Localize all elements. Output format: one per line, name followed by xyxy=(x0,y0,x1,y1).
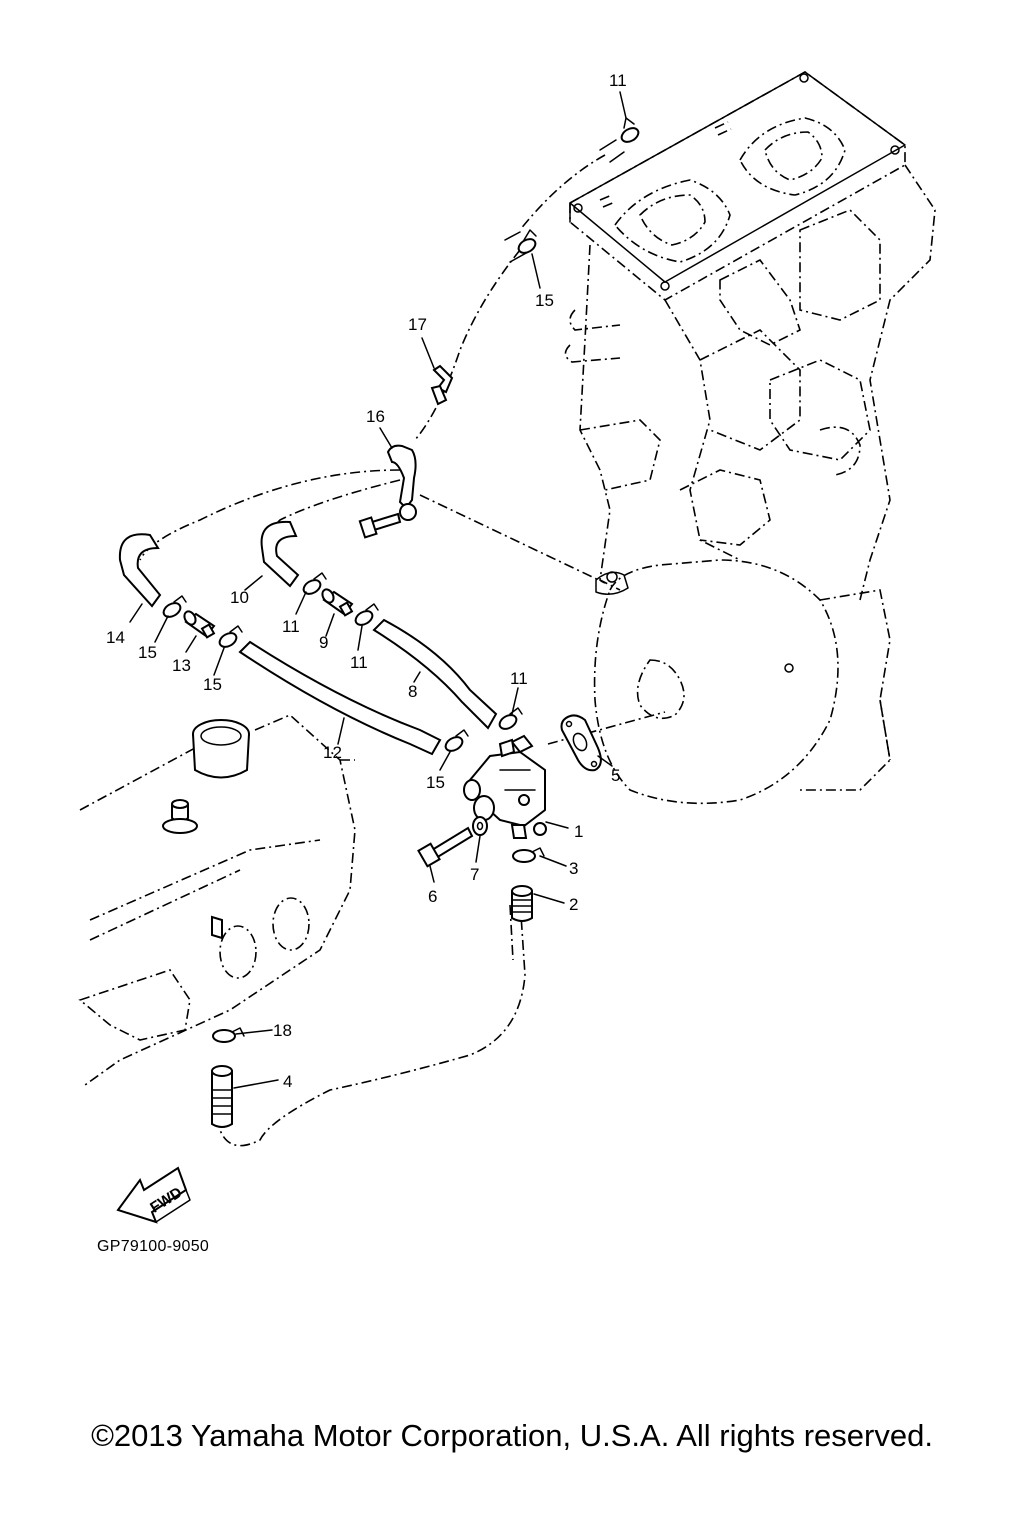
clamp-part-11d xyxy=(498,714,518,730)
bracket-leader-line xyxy=(419,494,606,584)
gasket-part-5 xyxy=(560,714,602,772)
hose-routing xyxy=(118,139,625,1147)
callout-3: 3 xyxy=(569,859,578,878)
callout-10: 10 xyxy=(230,588,249,607)
oil-pump-part-1 xyxy=(463,734,547,839)
callout-15a: 15 xyxy=(535,291,554,310)
callout-11c: 11 xyxy=(350,653,368,672)
engine-block xyxy=(564,71,936,805)
callout-17: 17 xyxy=(408,315,427,334)
clamp-part-15c xyxy=(218,632,238,648)
callout-15b: 15 xyxy=(138,643,157,662)
copyright-notice: ©2013 Yamaha Motor Corporation, U.S.A. A… xyxy=(91,1418,933,1453)
callout-1: 1 xyxy=(574,822,583,841)
diagram-code: GP79100-9050 xyxy=(97,1238,210,1255)
clamp-part-15d xyxy=(444,736,464,752)
callout-11b: 11 xyxy=(282,617,300,636)
callout-2: 2 xyxy=(569,895,578,914)
callout-5: 5 xyxy=(611,766,620,785)
check-valve-part-9 xyxy=(321,588,354,617)
callout-7: 7 xyxy=(470,865,479,884)
clamp-part-15b xyxy=(162,602,182,618)
washer-part-7 xyxy=(472,816,488,836)
callout-15c: 15 xyxy=(203,675,222,694)
callout-15d: 15 xyxy=(426,773,445,792)
check-valve-part-13 xyxy=(183,610,216,639)
clamp-part-11b xyxy=(302,579,322,595)
callout-11d: 11 xyxy=(510,669,528,688)
clamp-part-15a xyxy=(517,238,537,254)
clamp-part-3 xyxy=(512,849,536,863)
callout-4: 4 xyxy=(283,1072,292,1091)
callout-labels: 11 15 17 16 10 11 9 14 15 13 15 11 8 11 … xyxy=(106,71,627,1091)
parts xyxy=(162,117,640,1128)
callout-13: 13 xyxy=(172,656,191,675)
callout-leaders xyxy=(129,91,627,1089)
callout-18: 18 xyxy=(273,1021,292,1040)
callout-14: 14 xyxy=(106,628,125,647)
oil-tank xyxy=(78,714,356,1086)
bolt-part-6 xyxy=(417,826,474,868)
callout-11a: 11 xyxy=(609,71,627,90)
fitting-part-2 xyxy=(511,885,533,922)
clamp-part-11c xyxy=(354,610,374,626)
callout-16: 16 xyxy=(366,407,385,426)
clamp-part-11a xyxy=(620,127,640,143)
fwd-arrow-icon: FWD xyxy=(116,1166,191,1224)
bracket-part-16 xyxy=(386,444,417,510)
callout-6: 6 xyxy=(428,887,437,906)
fitting-part-4 xyxy=(211,1065,233,1128)
clip-part-17 xyxy=(432,364,454,394)
clamp-part-18 xyxy=(212,1029,236,1043)
callout-9: 9 xyxy=(319,633,328,652)
callout-8: 8 xyxy=(408,682,417,701)
callout-12: 12 xyxy=(323,743,342,762)
